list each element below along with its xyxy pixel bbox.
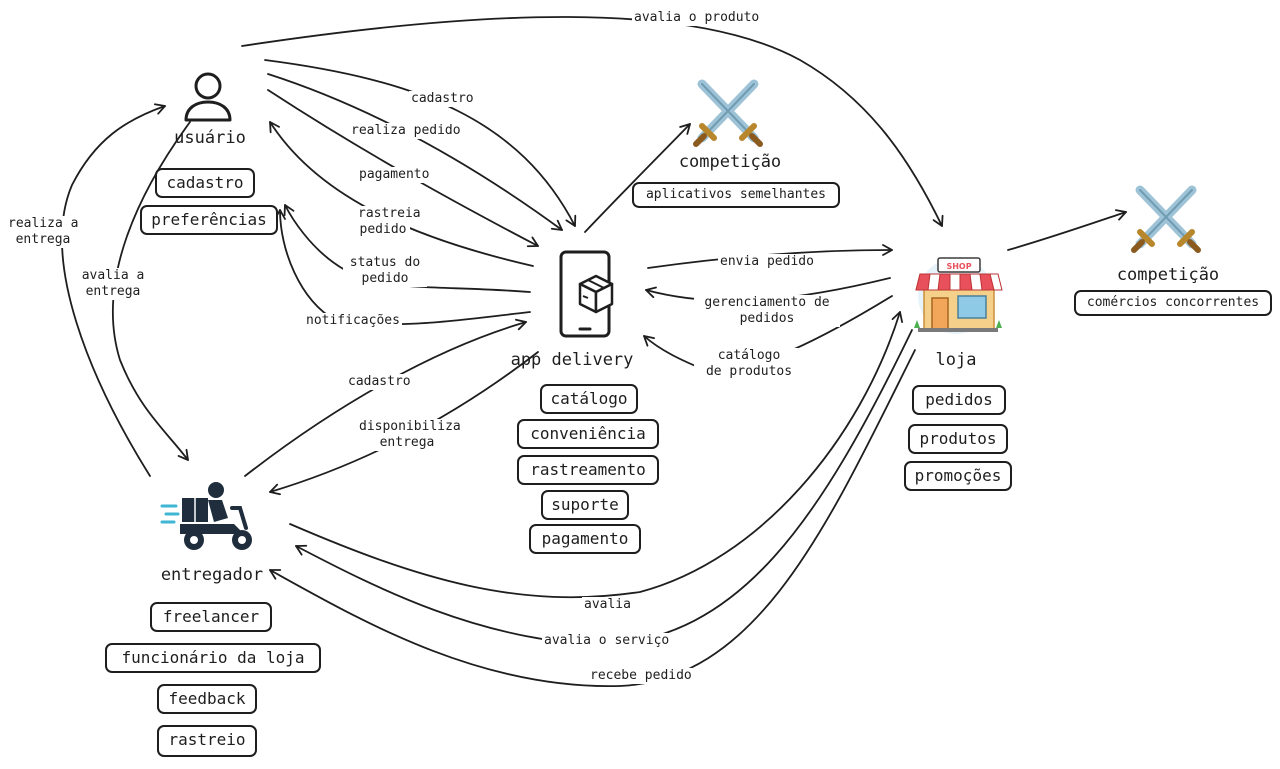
tag-competicao-loja: comércios concorrentes [1074, 290, 1272, 316]
tag-entregador-feedback: feedback [157, 684, 257, 714]
edge-label-gerenciamento-line1: gerenciamento de [704, 295, 830, 310]
edge-label-realiza-pedido: realiza pedido [349, 123, 463, 139]
edge-label-avalia-entrega-line2: entrega [85, 284, 141, 299]
node-title-entregador: entregador [160, 565, 264, 585]
edge-recebe-pedido [269, 349, 916, 687]
tag-app-rastreamento: rastreamento [517, 455, 659, 485]
node-title-usuario: usuário [174, 128, 246, 148]
edge-label-disponibiliza-line2: entrega [379, 435, 435, 450]
edge-label-recebe-pedido: recebe pedido [588, 668, 694, 684]
edge-label-catalogo-line2: de produtos [705, 364, 793, 379]
edge-avalia-produto [241, 16, 944, 227]
edge-label-cadastro-usuario: cadastro [409, 91, 476, 107]
edge-label-rastreia-line2: pedido [359, 222, 407, 237]
tag-app-catalogo: catálogo [540, 384, 638, 414]
edge-label-status-line2: pedido [361, 271, 409, 286]
edge-label-disponibiliza-entrega: disponibiliza entrega [357, 419, 461, 451]
tag-loja-pedidos: pedidos [912, 385, 1006, 415]
edge-label-pagamento: pagamento [357, 167, 432, 183]
phone-box-icon [559, 250, 614, 338]
node-title-loja: loja [935, 350, 977, 370]
node-title-competicao-app: competição [678, 152, 782, 172]
node-title-app-delivery: app delivery [510, 350, 634, 370]
tag-entregador-freelancer: freelancer [150, 602, 272, 632]
delivery-scooter-icon [160, 482, 252, 550]
edge-label-gerenciamento: gerenciamento de pedidos [694, 295, 840, 327]
crossed-swords-icon [693, 79, 763, 147]
edge-rastreia-pedido [269, 121, 534, 267]
svg-text:SHOP: SHOP [946, 262, 971, 271]
tag-app-suporte: suporte [541, 490, 629, 520]
user-icon [184, 72, 232, 122]
edge-label-gerenciamento-line2: pedidos [739, 311, 795, 326]
edge-cadastro-usuario [264, 59, 577, 227]
tag-loja-produtos: produtos [908, 424, 1008, 454]
tag-app-conveniencia: conveniência [517, 419, 659, 449]
edge-avalia [289, 311, 903, 599]
edge-label-avalia-entrega-line1: avalia a [81, 268, 145, 283]
edge-label-catalogo-produtos: catálogo de produtos [694, 348, 804, 380]
edge-loja-competicao [1007, 209, 1127, 251]
edge-cadastro-entregador [244, 318, 527, 477]
edge-label-realiza-entrega: realiza a entrega [6, 216, 80, 248]
tag-app-pagamento: pagamento [529, 524, 641, 554]
edge-label-avalia-servico: avalia o serviço [542, 633, 672, 649]
edge-label-realiza-entrega-line2: entrega [15, 232, 71, 247]
edge-label-avalia: avalia [582, 597, 633, 613]
edge-label-notificacoes: notificações [304, 313, 402, 329]
tag-usuario-preferencias: preferências [140, 205, 278, 235]
edge-label-rastreia-pedido: rastreia pedido [356, 206, 421, 238]
edge-label-disponibiliza-line1: disponibiliza [359, 419, 461, 434]
edge-avalia-entrega [112, 121, 191, 461]
edge-label-realiza-entrega-line1: realiza a [8, 216, 79, 231]
tag-competicao-app: aplicativos semelhantes [632, 182, 840, 208]
edge-label-status-pedido: status do pedido [343, 255, 427, 287]
tag-usuario-cadastro: cadastro [155, 168, 255, 198]
edge-label-avalia-produto: avalia o produto [632, 10, 762, 26]
tag-entregador-funcionario: funcionário da loja [105, 643, 321, 673]
tag-loja-promocoes: promoções [904, 461, 1012, 491]
edge-label-envia-pedido: envia pedido [718, 254, 816, 270]
edge-label-cadastro-entregador: cadastro [346, 374, 413, 390]
edge-label-catalogo-line1: catálogo [717, 348, 781, 363]
edge-label-rastreia-line1: rastreia [358, 206, 421, 221]
crossed-swords-icon [1131, 185, 1201, 253]
edge-app-competicao [584, 123, 691, 233]
edge-realiza-pedido [267, 73, 563, 231]
node-title-competicao-loja: competição [1116, 265, 1220, 285]
edge-label-avalia-entrega: avalia a entrega [76, 268, 150, 300]
shop-icon: SHOP [914, 257, 1003, 334]
tag-entregador-rastreio: rastreio [157, 725, 257, 757]
edge-label-status-line1: status do [349, 255, 421, 270]
